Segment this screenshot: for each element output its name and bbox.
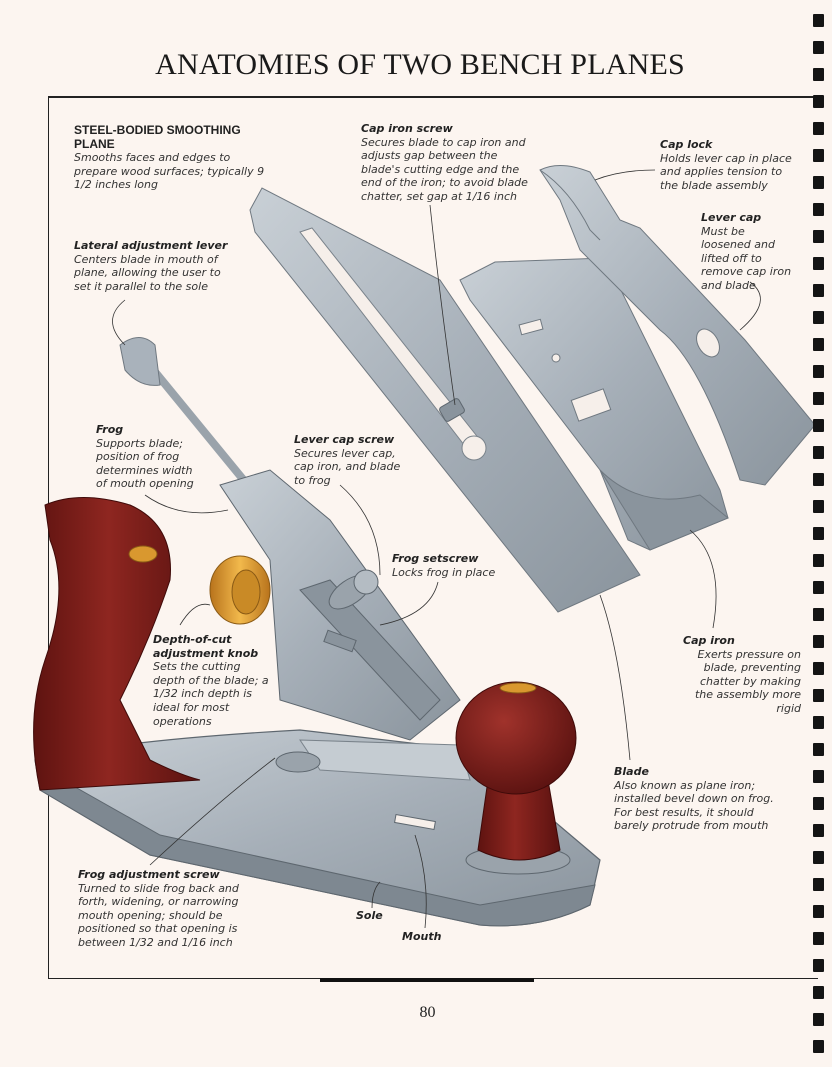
binding-hole — [813, 581, 824, 594]
binding-hole — [813, 608, 824, 621]
callout-lever-cap-screw: Lever cap screw Secures lever cap, cap i… — [294, 433, 404, 487]
cap-iron-part — [459, 257, 729, 551]
callout-cap-iron: Cap iron Exerts pressure on blade, preve… — [683, 634, 801, 716]
callout-title: Lateral adjustment lever — [74, 239, 228, 252]
callout-text: Centers blade in mouth of plane, allowin… — [74, 252, 221, 293]
binding-hole — [813, 662, 824, 675]
binding-hole — [813, 176, 824, 189]
callout-frog-setscrew: Frog setscrew Locks frog in place — [392, 552, 502, 579]
blade-part — [249, 187, 641, 613]
binding-hole — [813, 554, 824, 567]
callout-smoothing-plane: STEEL-BODIED SMOOTHING PLANE Smooths fac… — [74, 123, 274, 192]
binding-hole — [813, 257, 824, 270]
callout-title: Blade — [614, 765, 649, 778]
callout-text: Secures blade to cap iron and adjusts ga… — [361, 135, 528, 203]
binding-hole — [813, 1013, 824, 1026]
callout-text: Supports blade; position of frog determi… — [96, 436, 194, 491]
bottom-rule-accent — [320, 978, 534, 982]
binding-hole — [813, 149, 824, 162]
callout-title: Frog adjustment screw — [78, 868, 220, 881]
binding-hole — [813, 959, 824, 972]
intro-text: Smooths faces and edges to prepare wood … — [74, 151, 265, 192]
callout-title: Cap lock — [660, 138, 713, 151]
binding-hole — [813, 68, 824, 81]
callout-cap-iron-screw: Cap iron screw Secures blade to cap iron… — [361, 122, 531, 204]
callout-text: Secures lever cap, cap iron, and blade t… — [294, 446, 401, 487]
binding-hole — [813, 851, 824, 864]
callout-blade: Blade Also known as plane iron; installe… — [614, 765, 779, 833]
callout-cap-lock: Cap lock Holds lever cap in place and ap… — [660, 138, 795, 192]
callout-text: Must be loosened and lifted off to remov… — [701, 224, 792, 292]
binding-hole — [813, 230, 824, 243]
binding-hole — [813, 716, 824, 729]
binding-hole — [813, 446, 824, 459]
binding-hole — [813, 797, 824, 810]
binding-hole — [813, 392, 824, 405]
callout-text: Locks frog in place — [392, 565, 496, 579]
page-number: 80 — [419, 1004, 436, 1021]
leader-lines — [112, 169, 761, 929]
callout-title: Mouth — [402, 930, 442, 943]
callout-title: Lever cap screw — [294, 433, 395, 446]
binding-hole — [813, 527, 824, 540]
callout-title: Cap iron — [683, 634, 735, 647]
binding-hole — [813, 419, 824, 432]
binding-hole — [813, 635, 824, 648]
callout-text: Holds lever cap in place and applies ten… — [660, 151, 792, 192]
callout-title: Lever cap — [701, 211, 762, 224]
binding-hole — [813, 122, 824, 135]
callout-title: Frog — [96, 423, 124, 436]
left-rule — [48, 96, 49, 979]
callout-text: Also known as plane iron; installed beve… — [614, 778, 774, 833]
callout-title: Depth-of-cut adjustment knob — [153, 633, 259, 660]
binding-hole — [813, 932, 824, 945]
plane-body — [33, 337, 601, 927]
binding-hole — [813, 824, 824, 837]
spiral-binding — [809, 0, 832, 1067]
callout-mouth: Mouth — [402, 930, 462, 944]
binding-hole — [813, 743, 824, 756]
binding-hole — [813, 905, 824, 918]
binding-hole — [813, 770, 824, 783]
binding-hole — [813, 203, 824, 216]
binding-hole — [813, 500, 824, 513]
callout-text: Turned to slide frog back and forth, wid… — [78, 881, 239, 949]
binding-hole — [813, 95, 824, 108]
callout-text: Sets the cutting depth of the blade; a 1… — [153, 660, 269, 728]
callout-lateral-lever: Lateral adjustment lever Centers blade i… — [74, 239, 229, 293]
binding-hole — [813, 365, 824, 378]
binding-hole — [813, 1040, 824, 1053]
binding-hole — [813, 284, 824, 297]
callout-title: Sole — [356, 909, 383, 922]
binding-hole — [813, 14, 824, 27]
callout-lever-cap: Lever cap Must be loosened and lifted of… — [701, 211, 796, 293]
callout-depth-knob: Depth-of-cut adjustment knob Sets the cu… — [153, 633, 275, 728]
binding-hole — [813, 689, 824, 702]
page-title: ANATOMIES OF TWO BENCH PLANES — [155, 48, 685, 81]
binding-hole — [813, 338, 824, 351]
callout-text: Exerts pressure on blade, preventing cha… — [694, 647, 801, 715]
binding-hole — [813, 878, 824, 891]
callout-frog-adjustment-screw: Frog adjustment screw Turned to slide fr… — [78, 868, 253, 950]
lever-cap-part — [539, 165, 816, 486]
binding-hole — [813, 473, 824, 486]
binding-hole — [813, 311, 824, 324]
binding-hole — [813, 986, 824, 999]
callout-frog: Frog Supports blade; position of frog de… — [96, 423, 206, 491]
callout-title: Cap iron screw — [361, 122, 453, 135]
top-rule — [48, 96, 818, 98]
callout-title: Frog setscrew — [392, 552, 479, 565]
binding-hole — [813, 41, 824, 54]
callout-sole: Sole — [356, 909, 406, 923]
intro-heading: STEEL-BODIED SMOOTHING PLANE — [74, 123, 241, 151]
